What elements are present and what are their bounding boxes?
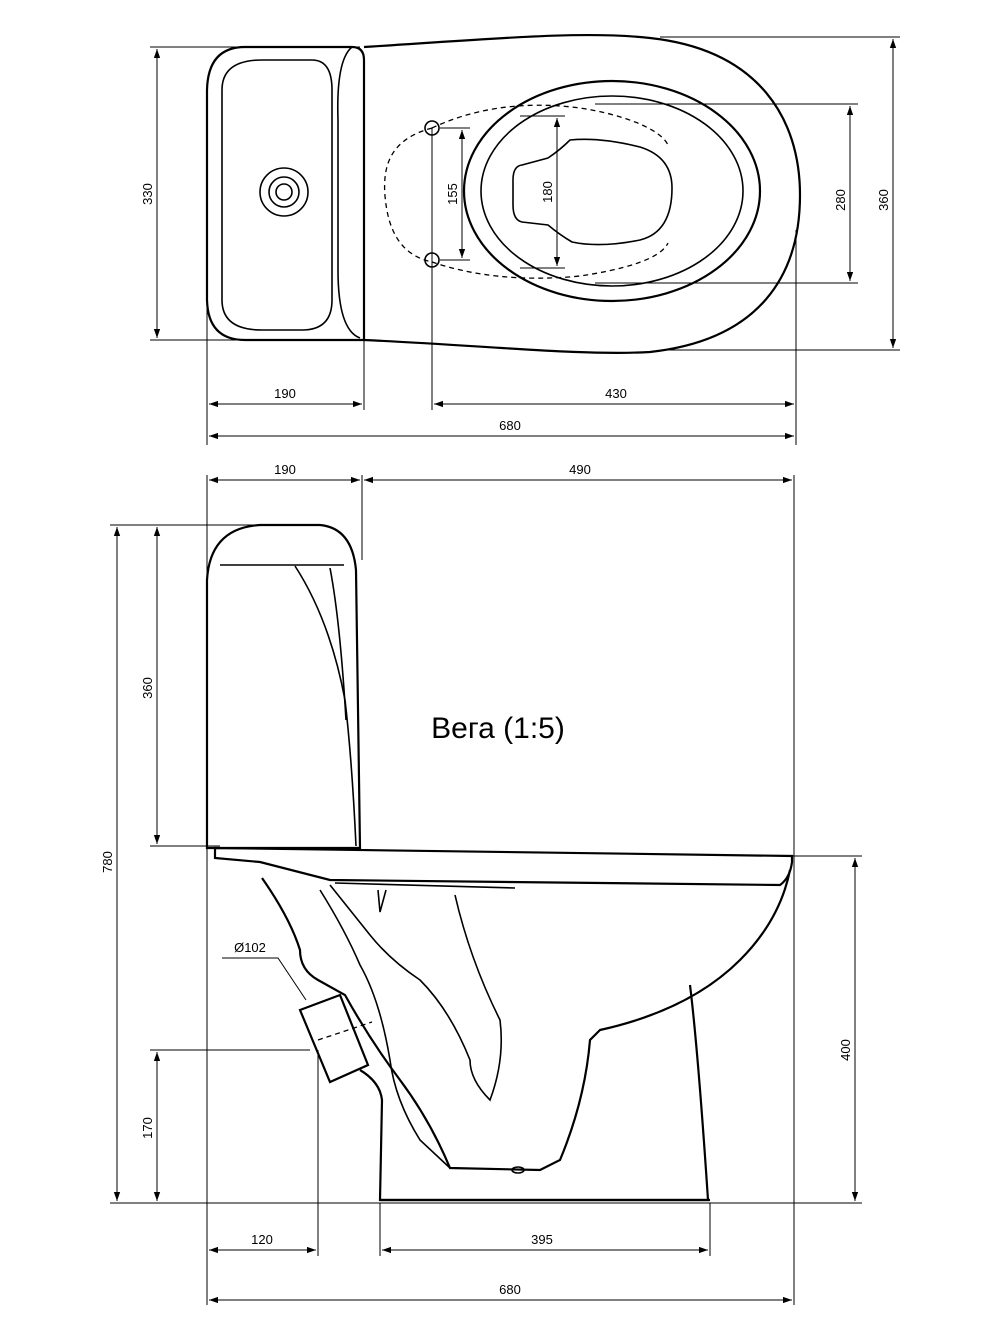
drain-mark	[511, 1166, 525, 1174]
top-view: 330 155 180 280 360 190 430 680	[140, 33, 900, 445]
dim-label-395: 395	[531, 1232, 553, 1247]
dim-label-360-top: 360	[876, 189, 891, 211]
dim-label-190-top: 190	[274, 386, 296, 401]
seat-contour-dashed	[383, 104, 669, 279]
tank-top-outline	[205, 45, 366, 342]
dim-label-280: 280	[833, 189, 848, 211]
dim-label-155: 155	[445, 183, 460, 205]
dim-label-780: 780	[100, 851, 115, 873]
dim-label-170: 170	[140, 1117, 155, 1139]
tank-side-outline	[205, 523, 362, 850]
dim-label-490: 490	[569, 462, 591, 477]
bowl-opening-outline	[512, 138, 673, 246]
pedestal-outline	[359, 984, 710, 1202]
flush-button-inner	[275, 183, 293, 201]
tank-back-curve	[336, 46, 361, 339]
dim-label-680-side: 680	[499, 1282, 521, 1297]
dim-label-diameter: Ø102	[234, 940, 266, 955]
dim-label-120: 120	[251, 1232, 273, 1247]
tank-inner-curve	[329, 567, 347, 721]
side-view: 190 490 780 360 Ø102 170 400 120 395 680…	[100, 462, 862, 1305]
dim-label-190-side: 190	[274, 462, 296, 477]
tank-front-curve	[294, 565, 357, 847]
dim-label-400: 400	[838, 1039, 853, 1061]
bowl-top-outline	[363, 33, 802, 354]
outlet-centerline	[317, 1021, 373, 1041]
top-extension-lines	[150, 36, 900, 445]
dim-label-360-side: 360	[140, 677, 155, 699]
dim-label-180: 180	[540, 181, 555, 203]
flush-button-outer	[259, 167, 309, 217]
bowl-side-outline	[261, 869, 792, 1172]
trapway-inner	[319, 889, 451, 1169]
seat-top-line	[213, 846, 794, 887]
dim-label-430: 430	[605, 386, 627, 401]
trapway-outer	[329, 884, 503, 1102]
dim-label-680-top: 680	[499, 418, 521, 433]
side-extension-lines	[110, 475, 862, 1305]
bowl-rim-inner	[480, 95, 744, 287]
outlet-pipe	[298, 993, 370, 1084]
dim-label-330: 330	[140, 183, 155, 205]
tank-inner-rim	[221, 59, 333, 331]
drawing-title: Вега (1:5)	[431, 712, 565, 745]
flush-button-middle	[268, 176, 300, 208]
seat-hinge	[377, 889, 387, 913]
outlet-leader	[222, 957, 307, 1001]
seat-lid-line	[334, 882, 516, 889]
